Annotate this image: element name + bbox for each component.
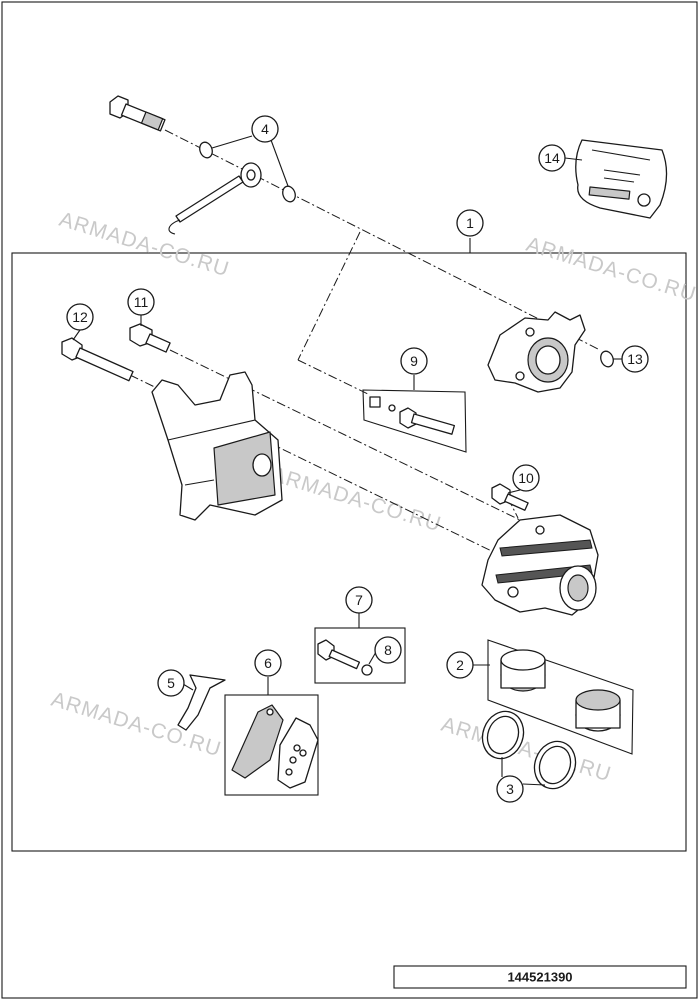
piston-kit xyxy=(487,639,634,755)
watermark: ARMADA-CO.RU xyxy=(524,233,699,307)
watermark: ARMADA-CO.RU xyxy=(57,208,233,282)
callout-label-11: 11 xyxy=(134,294,149,310)
callout-label-1: 1 xyxy=(466,215,474,231)
callout-label-4: 4 xyxy=(261,121,269,137)
pad-spring xyxy=(177,674,226,731)
callout-label-13: 13 xyxy=(627,351,643,367)
callout-14 xyxy=(538,144,566,172)
reference-number-box: 144521390 xyxy=(393,965,687,989)
bleed-screw xyxy=(491,483,529,511)
callout-label-9: 9 xyxy=(410,353,418,369)
callout-label-3: 3 xyxy=(506,781,514,797)
caliper-pin xyxy=(109,95,166,132)
callout-label-2: 2 xyxy=(456,657,464,673)
o-ring xyxy=(600,350,614,368)
callout-8 xyxy=(374,636,402,664)
callout-label-5: 5 xyxy=(167,675,175,691)
callout-7 xyxy=(345,586,373,614)
brake-pad-kit xyxy=(224,694,319,796)
pad-pin-kit xyxy=(314,627,406,684)
pin-kit xyxy=(362,389,467,453)
caliper-bracket xyxy=(151,371,283,521)
callout-label-10: 10 xyxy=(518,470,534,486)
callout-5 xyxy=(157,669,185,697)
callout-6 xyxy=(254,649,282,677)
callout-label-7: 7 xyxy=(355,592,363,608)
brake-kit-label xyxy=(575,139,668,219)
callout-label-6: 6 xyxy=(264,655,272,671)
callout-10 xyxy=(512,464,540,492)
callouts: 1 2 3 4 5 6 7 8 9 xyxy=(66,115,649,803)
brake-rod xyxy=(168,162,262,235)
callout-label-8: 8 xyxy=(384,642,392,658)
piston-seals xyxy=(481,710,577,790)
callout-2 xyxy=(446,651,474,679)
callout-11 xyxy=(127,288,155,316)
callout-1 xyxy=(456,209,484,237)
bolt-short xyxy=(129,323,171,353)
callout-3 xyxy=(496,775,524,803)
callout-13 xyxy=(621,345,649,373)
callout-label-14: 14 xyxy=(544,150,560,166)
callout-label-12: 12 xyxy=(72,309,88,325)
reference-number: 144521390 xyxy=(507,970,572,985)
callout-4 xyxy=(251,115,279,143)
callout-9 xyxy=(400,347,428,375)
watermark: ARMADA-CO.RU xyxy=(269,463,445,537)
assembly-box xyxy=(11,252,687,852)
bolt-long xyxy=(61,337,134,382)
caliper-housing-rear xyxy=(487,311,586,393)
washer xyxy=(282,185,296,203)
callout-12 xyxy=(66,303,94,331)
washer xyxy=(199,141,213,159)
brake-caliper xyxy=(481,514,599,616)
